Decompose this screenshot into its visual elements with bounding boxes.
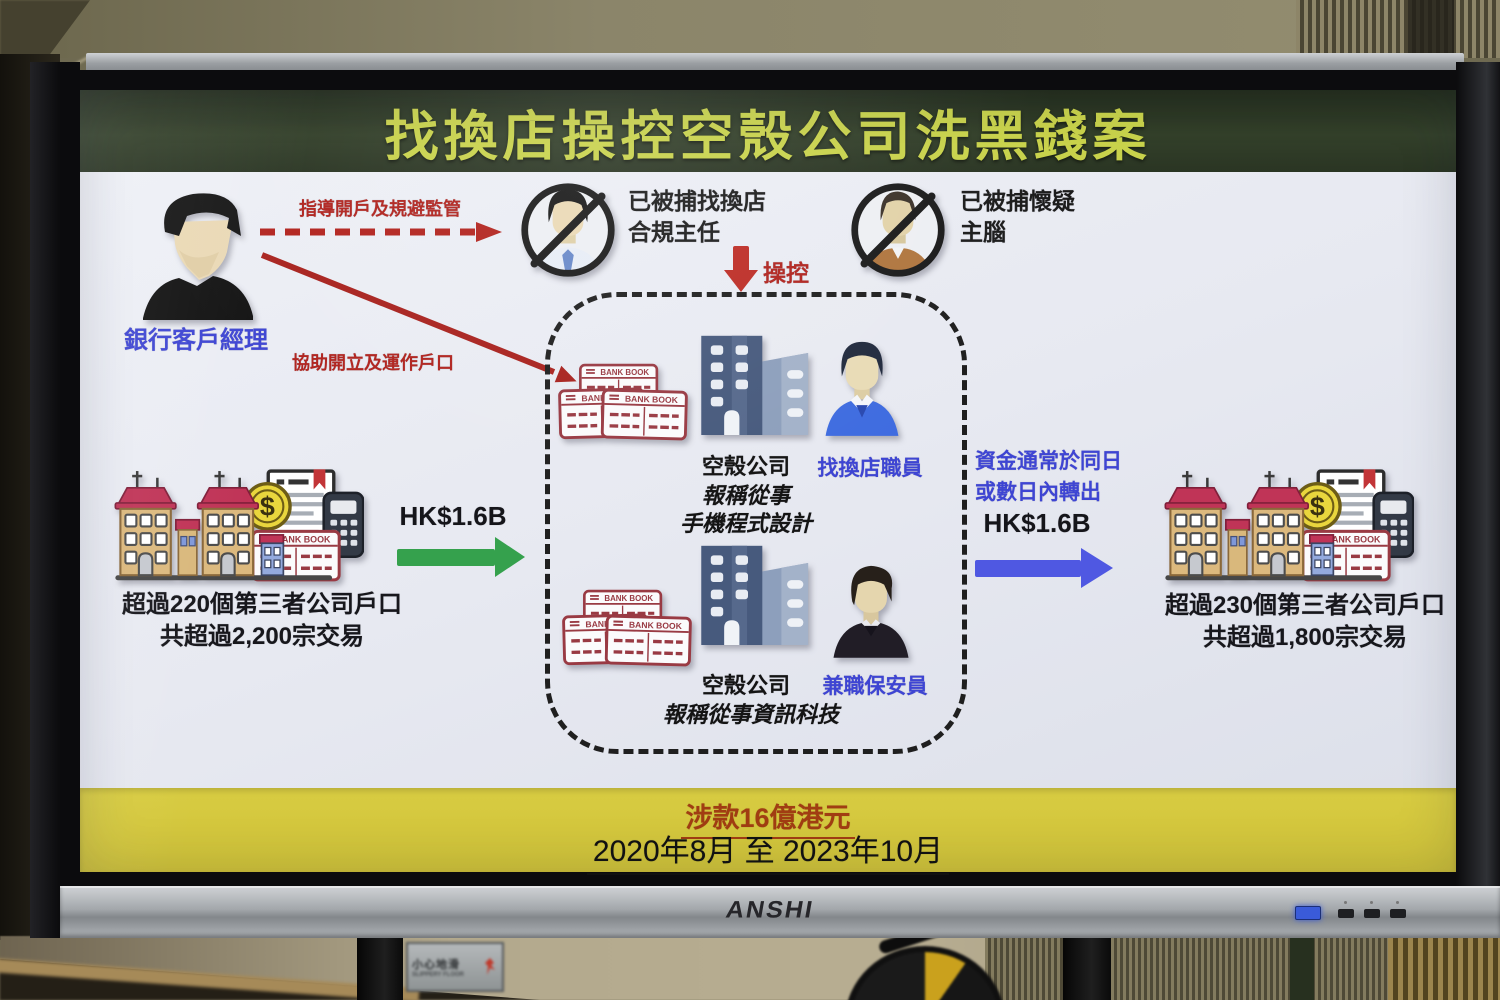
control-label: 操控 — [763, 260, 809, 286]
dashed-arrow-icon — [260, 222, 502, 242]
power-indicator-light — [1295, 906, 1321, 920]
footer-period: 2020年8月 至 2023年10月 — [80, 826, 1456, 875]
inflow-amount: HK$1.6B — [399, 501, 507, 531]
security-guard-icon — [833, 565, 909, 658]
wall-top — [0, 0, 1500, 58]
slippery-floor-sign: 小心地滑 SLIPPERY FLOOR — [406, 942, 504, 992]
left-accounts-text: 超過220個第三者公司戶口 共超過2,200宗交易 — [121, 591, 403, 650]
monitor-bezel-right — [1456, 62, 1500, 938]
monitor-bezel-top — [80, 70, 1456, 90]
arrested-mastermind-icon — [848, 180, 948, 280]
third-party-companies-icon — [112, 466, 364, 592]
monitor-brand-logo: ANSHI — [723, 896, 817, 924]
security-guard-label: 兼職保安員 — [822, 675, 928, 698]
monitor-bottom-bezel — [60, 886, 1500, 938]
button-dot — [1370, 901, 1373, 904]
third-party-companies-icon — [1162, 466, 1414, 592]
shell-top-name: 空殼公司 — [701, 454, 790, 479]
footer-banner — [80, 788, 1456, 872]
monitor-stand-leg — [357, 938, 403, 1000]
slipping-person-icon — [485, 958, 495, 975]
control-arrow-head — [724, 270, 758, 292]
shell-company-buildings-icon — [701, 545, 809, 646]
assist-accounts-label: 協助開立及運作戶口 — [292, 353, 454, 373]
title-banner: 找換店操控空殼公司洗黑錢案 — [80, 90, 1456, 172]
shell-bottom-name: 空殼公司 — [701, 673, 790, 698]
shell-top-claim-2: 手機程式設計 — [679, 511, 812, 536]
outflow-arrow-icon — [975, 560, 1081, 577]
control-arrow-icon — [733, 246, 749, 272]
page-title: 找換店操控空殼公司洗黑錢案 — [384, 106, 1152, 167]
shell-top-claim-1: 報稱從事 — [701, 483, 790, 508]
inflow-arrow-head — [495, 537, 525, 577]
right-accounts-text: 超過230個第三者公司戶口 共超過1,800宗交易 — [1164, 592, 1446, 651]
monitor-bezel-bottom — [80, 872, 1456, 886]
footer-amount: 涉款16億港元 — [80, 796, 1456, 839]
sign-text: 小心地滑 — [412, 959, 460, 971]
bank-manager-icon — [143, 193, 253, 320]
arrested-mastermind-label: 已被捕懷疑 主腦 — [960, 188, 1075, 245]
outflow-arrow-head — [1081, 548, 1113, 588]
control-button[interactable] — [1338, 909, 1354, 918]
monitor-bezel-left — [30, 62, 80, 938]
arrested-compliance-officer-icon — [518, 180, 618, 280]
bank-manager-label: 銀行客戶經理 — [124, 327, 268, 354]
button-dot — [1396, 901, 1399, 904]
arrested-compliance-label: 已被捕找換店 合規主任 — [628, 188, 766, 245]
outflow-amount: HK$1.6B — [983, 508, 1091, 538]
sign-text-en: SLIPPERY FLOOR — [412, 972, 465, 978]
monitor-stand-leg — [1063, 938, 1111, 1000]
diagonal-arrow-icon — [260, 252, 577, 383]
exchange-staff-label: 找換店職員 — [817, 457, 923, 480]
shell-companies-group-box — [545, 292, 967, 754]
outflow-note: 資金通常於同日 或數日內轉出 — [975, 450, 1122, 504]
control-button[interactable] — [1390, 909, 1406, 918]
exchange-staff-icon — [825, 341, 899, 436]
shell-company-buildings-icon — [701, 335, 809, 436]
bank-books-icon — [562, 588, 692, 668]
button-dot — [1344, 901, 1347, 904]
bank-books-icon — [558, 362, 688, 442]
control-button[interactable] — [1364, 909, 1380, 918]
shell-bottom-claim: 報稱從事資訊科技 — [662, 702, 839, 727]
vent-grille-shadow — [1408, 0, 1454, 58]
monitor-top-edge — [86, 53, 1464, 72]
vent-grille — [1388, 936, 1500, 1000]
wall-post — [1290, 936, 1314, 1000]
inflow-arrow-icon — [397, 549, 495, 566]
vent-grille — [1296, 0, 1500, 58]
guide-accounts-label: 指導開戶及規避監管 — [299, 199, 461, 219]
